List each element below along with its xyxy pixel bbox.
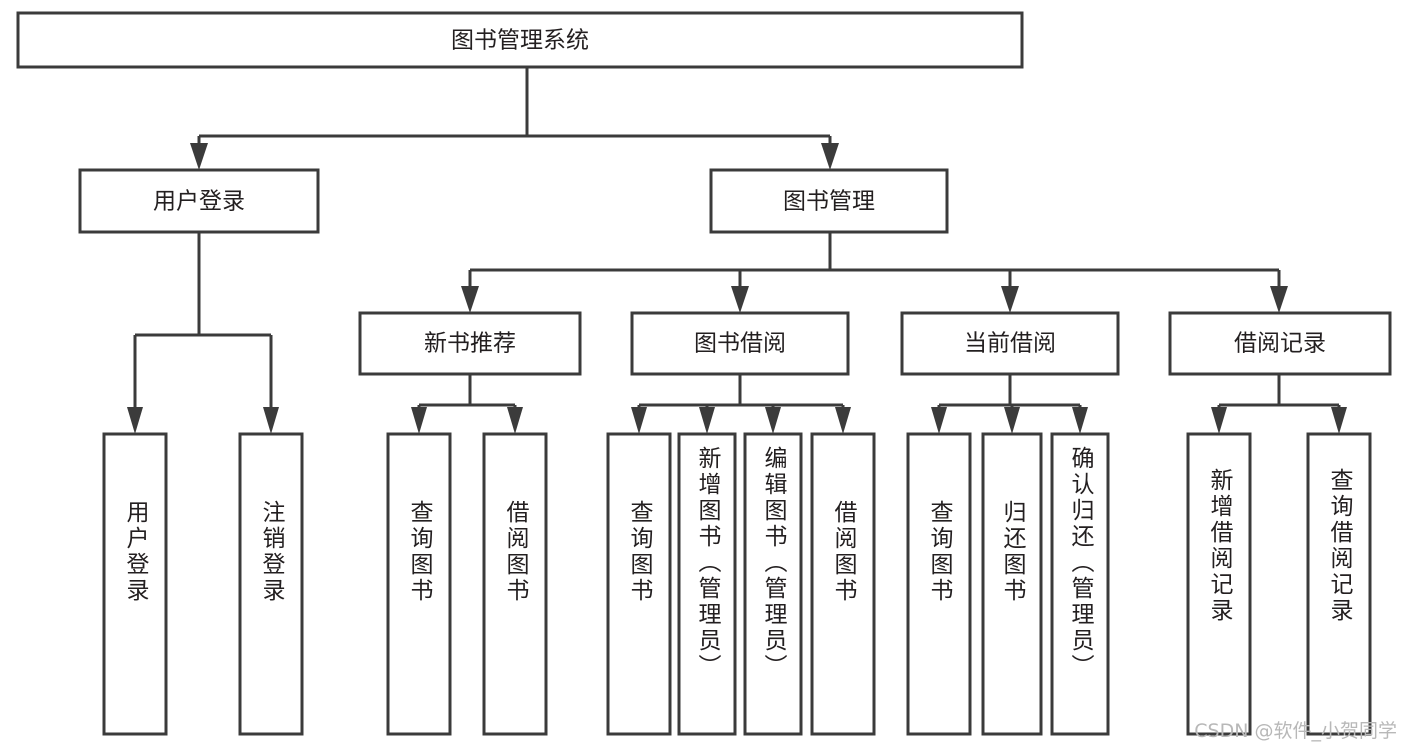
arrow-head-icon xyxy=(411,407,427,434)
leaf-node-add-book-admin[interactable]: 新增图书（管理员） xyxy=(677,432,737,736)
node-label-book-borrow: 图书借阅 xyxy=(694,331,786,357)
arrow-head-icon xyxy=(507,407,523,434)
leaf-node-query-borrow-record[interactable]: 查询借阅记录 xyxy=(1306,432,1372,736)
arrow-head-icon xyxy=(631,407,647,434)
arrow-head-icon xyxy=(1211,407,1227,434)
leaf-box-query-book-3[interactable] xyxy=(906,432,972,736)
leaf-box-add-book-admin[interactable] xyxy=(677,432,737,736)
leaf-node-query-book-2[interactable]: 查询图书 xyxy=(606,432,672,736)
node-box-root[interactable] xyxy=(16,11,1024,69)
node-book-borrow[interactable]: 图书借阅 xyxy=(630,311,850,376)
leaf-label-query-borrow-record: 查询借阅记录 xyxy=(1326,468,1354,624)
leaf-box-confirm-return-admin[interactable] xyxy=(1050,432,1110,736)
leaf-node-query-book-3[interactable]: 查询图书 xyxy=(906,432,972,736)
node-label-user-login: 用户登录 xyxy=(153,189,245,215)
arrow-head-icon xyxy=(821,143,839,170)
node-label-current-borrow: 当前借阅 xyxy=(964,331,1056,357)
arrow-head-icon xyxy=(190,143,208,170)
leaf-label-query-book-2: 查询图书 xyxy=(626,500,654,604)
leaf-box-borrow-book-1[interactable] xyxy=(482,432,548,736)
leaf-box-logout[interactable] xyxy=(238,432,304,736)
arrow-head-icon xyxy=(1001,286,1019,313)
arrow-head-icon xyxy=(1072,407,1088,434)
leaf-node-query-book-1[interactable]: 查询图书 xyxy=(386,432,452,736)
arrow-head-icon xyxy=(931,407,947,434)
node-label-book-management: 图书管理 xyxy=(783,189,875,215)
leaf-label-confirm-return-admin: 确认归还（管理员） xyxy=(1067,446,1095,680)
leaf-node-edit-book-admin[interactable]: 编辑图书（管理员） xyxy=(743,432,803,736)
leaf-box-query-book-2[interactable] xyxy=(606,432,672,736)
arrow-head-icon xyxy=(1270,286,1288,313)
leaf-label-return-book: 归还图书 xyxy=(999,500,1027,604)
arrow-head-icon xyxy=(731,286,749,313)
connector-layer xyxy=(127,67,1347,434)
node-box-book-borrow[interactable] xyxy=(630,311,850,376)
leaf-node-confirm-return-admin[interactable]: 确认归还（管理员） xyxy=(1050,432,1110,736)
leaf-box-borrow-book-2[interactable] xyxy=(810,432,876,736)
arrow-head-icon xyxy=(263,407,279,434)
leaf-label-borrow-book-1: 借阅图书 xyxy=(502,500,530,604)
leaf-box-edit-book-admin[interactable] xyxy=(743,432,803,736)
leaf-layer: 用户登录 注销登录 查询图书 借阅图书 查询图书 新增图书（管理员） xyxy=(102,432,1372,736)
leaf-label-logout: 注销登录 xyxy=(258,500,286,604)
leaf-node-borrow-book-1[interactable]: 借阅图书 xyxy=(482,432,548,736)
leaf-box-query-borrow-record[interactable] xyxy=(1306,432,1372,736)
leaf-label-edit-book-admin: 编辑图书（管理员） xyxy=(760,446,788,680)
node-label-new-book-recommend: 新书推荐 xyxy=(424,331,516,357)
arrow-head-icon xyxy=(699,407,715,434)
node-box-current-borrow[interactable] xyxy=(900,311,1120,376)
leaf-label-borrow-book-2: 借阅图书 xyxy=(830,500,858,604)
leaf-label-query-book-3: 查询图书 xyxy=(926,500,954,604)
node-borrow-record[interactable]: 借阅记录 xyxy=(1168,311,1392,376)
node-box-book-management[interactable] xyxy=(709,168,949,234)
leaf-node-add-borrow-record[interactable]: 新增借阅记录 xyxy=(1186,432,1252,736)
node-box-user-login[interactable] xyxy=(78,168,320,234)
arrow-head-icon xyxy=(765,407,781,434)
arrow-head-icon xyxy=(1331,407,1347,434)
arrow-head-icon xyxy=(1004,407,1020,434)
leaf-label-user-login: 用户登录 xyxy=(122,500,150,604)
node-box-new-book-recommend[interactable] xyxy=(358,311,582,376)
leaf-node-borrow-book-2[interactable]: 借阅图书 xyxy=(810,432,876,736)
leaf-node-user-login[interactable]: 用户登录 xyxy=(102,432,168,736)
arrow-head-icon xyxy=(835,407,851,434)
leaf-box-user-login[interactable] xyxy=(102,432,168,736)
node-new-book-recommend[interactable]: 新书推荐 xyxy=(358,311,582,376)
leaf-box-return-book[interactable] xyxy=(981,432,1043,736)
leaf-label-add-borrow-record: 新增借阅记录 xyxy=(1206,468,1234,624)
node-book-management[interactable]: 图书管理 xyxy=(709,168,949,234)
leaf-label-query-book-1: 查询图书 xyxy=(406,500,434,604)
node-label-root: 图书管理系统 xyxy=(451,28,589,54)
leaf-node-return-book[interactable]: 归还图书 xyxy=(981,432,1043,736)
leaf-label-add-book-admin: 新增图书（管理员） xyxy=(694,446,722,680)
leaf-node-logout[interactable]: 注销登录 xyxy=(238,432,304,736)
node-user-login[interactable]: 用户登录 xyxy=(78,168,320,234)
node-label-borrow-record: 借阅记录 xyxy=(1234,331,1326,357)
leaf-box-add-borrow-record[interactable] xyxy=(1186,432,1252,736)
arrow-head-icon xyxy=(127,407,143,434)
node-current-borrow[interactable]: 当前借阅 xyxy=(900,311,1120,376)
leaf-box-query-book-1[interactable] xyxy=(386,432,452,736)
node-box-borrow-record[interactable] xyxy=(1168,311,1392,376)
node-root-system[interactable]: 图书管理系统 xyxy=(16,11,1024,69)
arrow-head-icon xyxy=(461,286,479,313)
